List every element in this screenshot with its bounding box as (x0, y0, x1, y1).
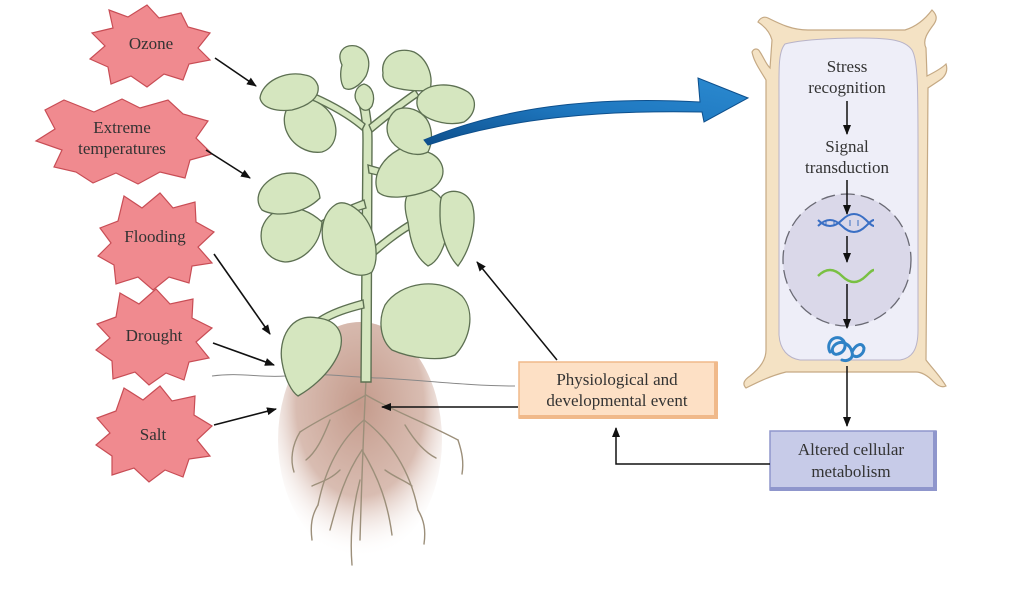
leaf (380, 283, 471, 360)
event-arrows (381, 261, 558, 411)
arrow-salt-to-plant (213, 407, 277, 426)
event-label-line2: developmental event (546, 391, 687, 410)
stressor-label: Drought (126, 326, 183, 345)
arrow-metabolism-to-event (612, 427, 770, 465)
arrow-drought-to-plant (212, 342, 275, 366)
protein-icon (827, 336, 866, 362)
soil-surface-line (211, 373, 516, 387)
leaf (416, 84, 475, 125)
stressor-label: Extreme (93, 118, 151, 137)
arrow-flooding-to-plant (213, 253, 271, 335)
leaf (339, 45, 370, 90)
leaf (354, 83, 375, 111)
stress-recognition-label-line1: Stress (827, 57, 868, 76)
plant-cell (743, 9, 948, 389)
stressor-label: Ozone (129, 34, 173, 53)
stressor-extreme-temperatures: Extreme temperatures (34, 98, 214, 185)
metabolism-label-line2: metabolism (811, 462, 890, 481)
leaf (375, 147, 444, 198)
leaf (439, 190, 475, 267)
arrow-temperature-to-plant (205, 149, 251, 179)
leaf (386, 107, 433, 156)
leaf (259, 73, 319, 112)
dna-icon (817, 213, 875, 233)
starburst-shape (95, 385, 213, 483)
signal-transduction-label-line1: Signal (825, 137, 869, 156)
arrow-ozone-to-plant (214, 57, 257, 87)
leaf (260, 207, 323, 263)
stressor-arrows (205, 57, 277, 426)
altered-metabolism-box: Altered cellular metabolism (769, 430, 937, 491)
leaf (382, 49, 432, 92)
signal-arrow-to-cell (423, 77, 750, 146)
mrna-icon (817, 268, 875, 284)
starburst-shape (34, 98, 214, 185)
starburst-shape (95, 288, 214, 386)
leaf (283, 98, 337, 153)
stressor-label: Salt (140, 425, 167, 444)
leaf (257, 172, 321, 215)
plant-roots (291, 379, 464, 566)
plant-leaves (257, 45, 475, 397)
arrow-event-to-shoot (476, 261, 558, 361)
signal-transduction-label-line2: transduction (805, 158, 890, 177)
leaf (280, 316, 342, 397)
event-label-line1: Physiological and (556, 370, 678, 389)
stressor-drought: Drought (95, 288, 214, 386)
leaf (321, 202, 377, 276)
metabolism-label-line1: Altered cellular (798, 440, 905, 459)
stress-recognition-label-line2: recognition (808, 78, 886, 97)
stressor-flooding: Flooding (97, 192, 216, 291)
stressor-ozone: Ozone (88, 4, 212, 88)
starburst-shape (88, 4, 212, 88)
stressor-salt: Salt (95, 385, 213, 483)
stressor-label: Flooding (124, 227, 186, 246)
starburst-shape (97, 192, 216, 291)
stressor-label: temperatures (78, 139, 166, 158)
physiological-event-box: Physiological and developmental event (518, 361, 718, 419)
